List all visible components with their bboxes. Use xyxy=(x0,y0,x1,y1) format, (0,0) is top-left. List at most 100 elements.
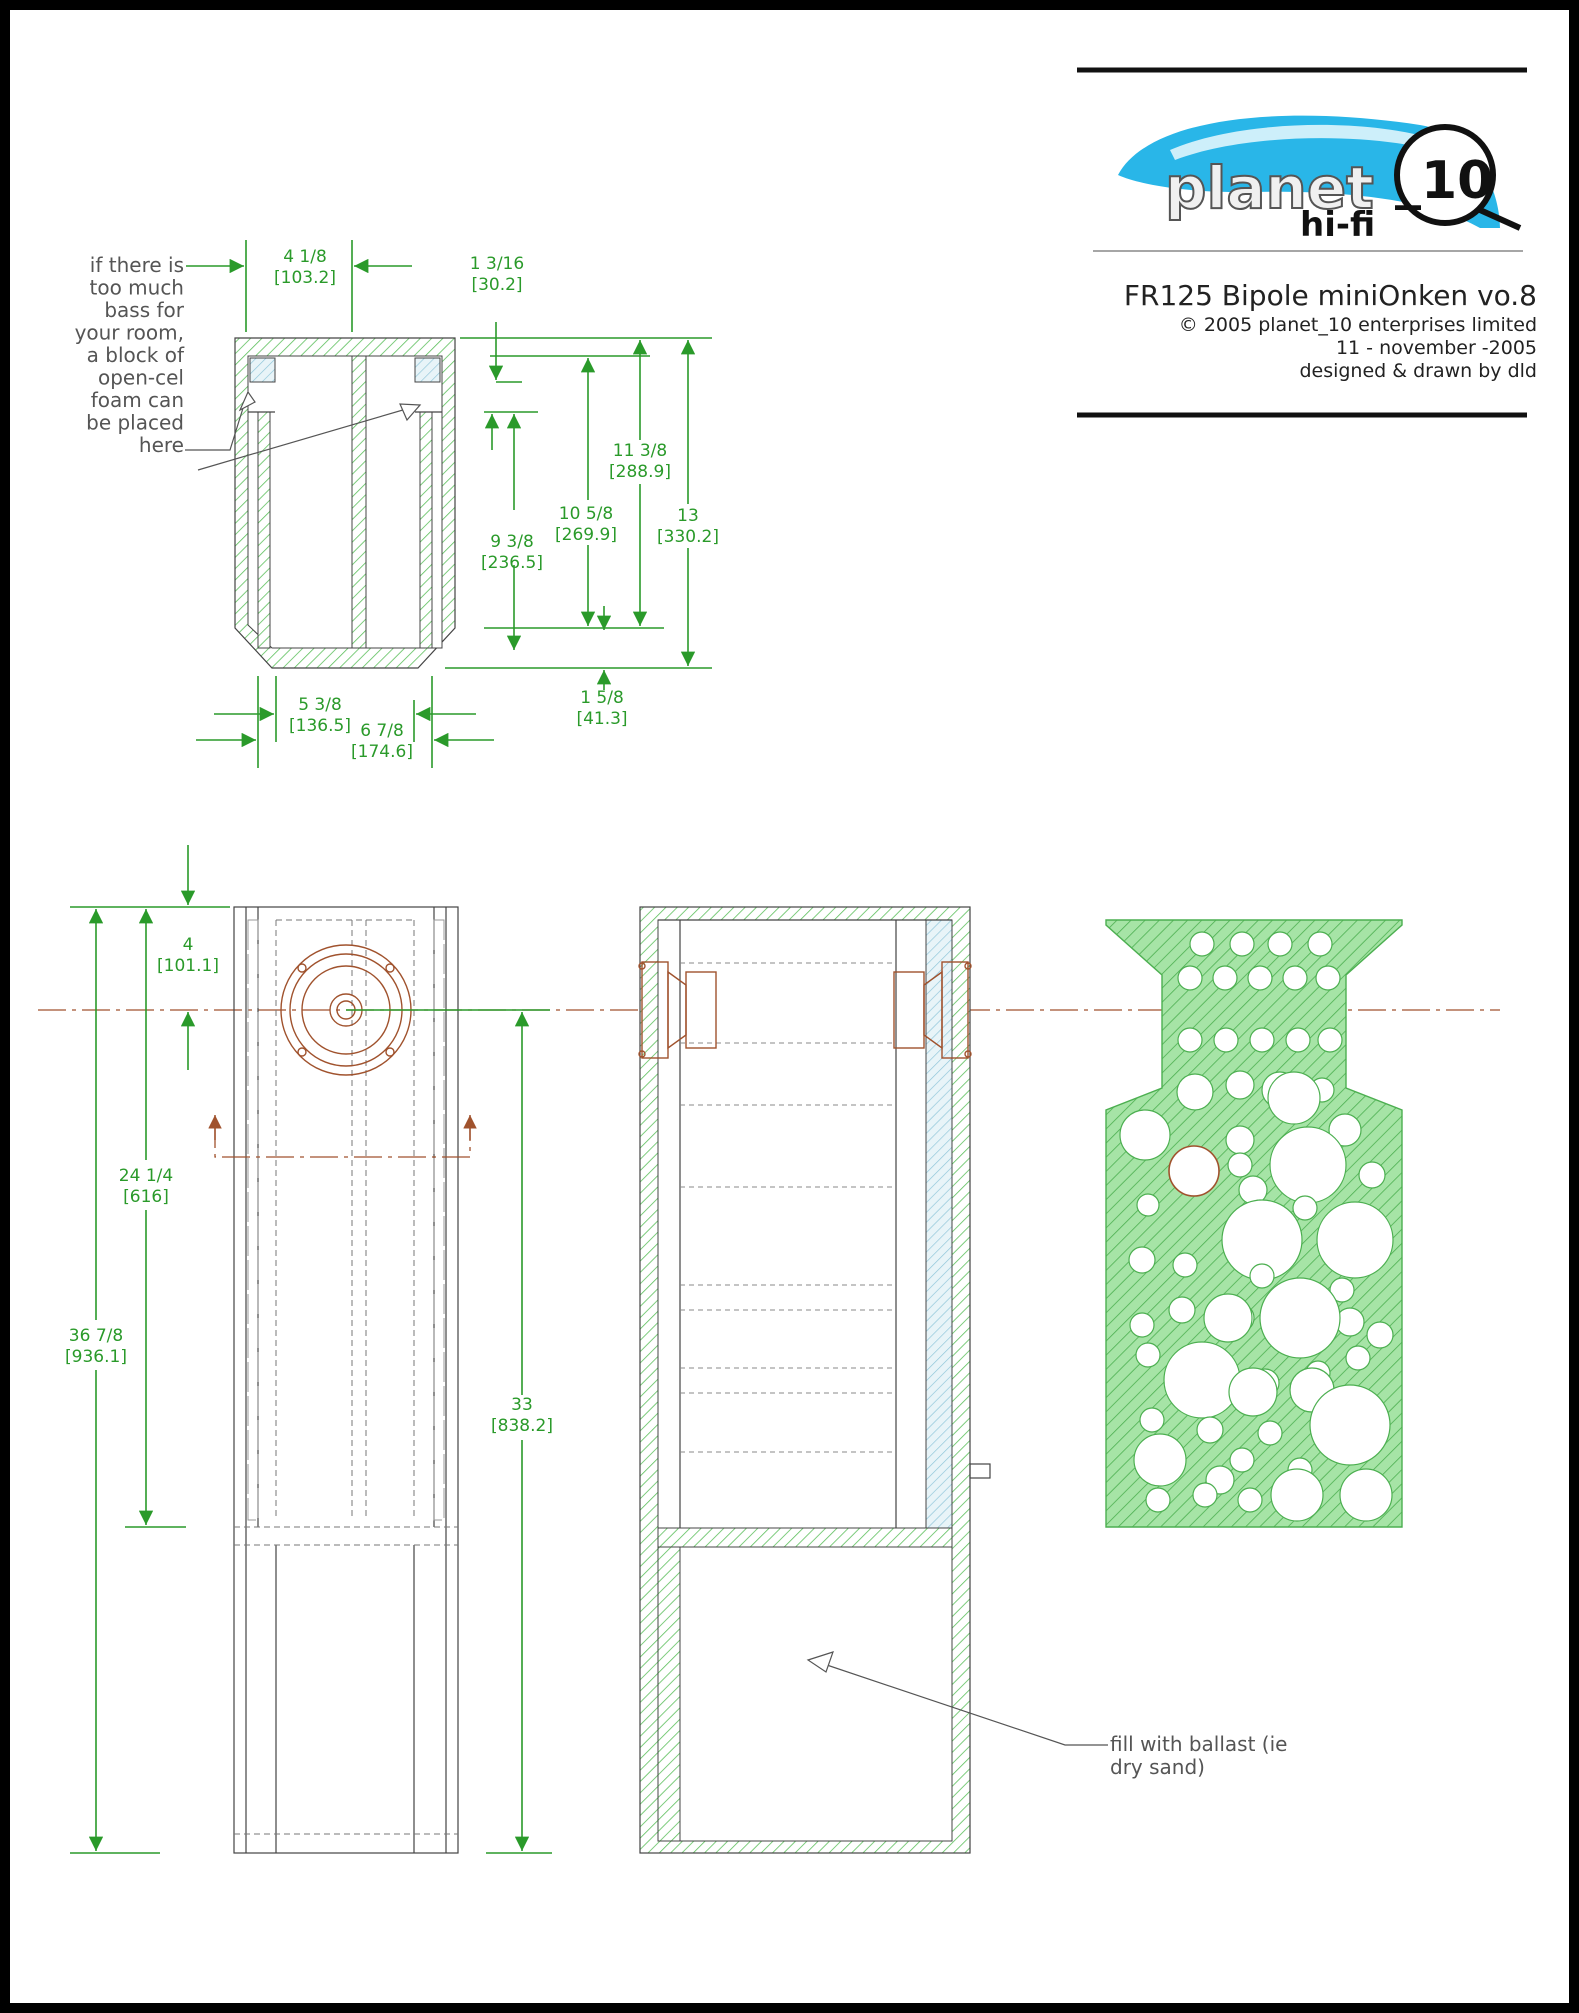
foam-note-line: too much xyxy=(89,276,184,300)
svg-text:[136.5]: [136.5] xyxy=(289,716,351,736)
brace-hole xyxy=(1237,1487,1263,1513)
svg-text:[288.9]: [288.9] xyxy=(609,462,671,482)
svg-text:[236.5]: [236.5] xyxy=(481,553,543,573)
brace-hole xyxy=(1358,1161,1386,1189)
brace-hole xyxy=(1366,1321,1394,1349)
svg-text:[936.1]: [936.1] xyxy=(65,1347,127,1367)
front-view xyxy=(208,906,477,1854)
brace-hole xyxy=(1307,931,1333,957)
brace-hole xyxy=(1212,965,1238,991)
svg-text:[41.3]: [41.3] xyxy=(576,709,627,729)
brace-hole xyxy=(1135,1342,1161,1368)
foam-block-left xyxy=(249,357,276,383)
dim-top-width: 4 1/8 xyxy=(283,247,327,267)
brace-hole xyxy=(1315,965,1341,991)
brace-hole xyxy=(1225,1070,1255,1100)
logo-main: planet xyxy=(1165,154,1374,222)
brace-hole xyxy=(1267,1071,1321,1125)
brace-hole xyxy=(1213,1027,1239,1053)
brace-hole xyxy=(1168,1296,1196,1324)
svg-text:5 3/8: 5 3/8 xyxy=(298,695,342,715)
section-view xyxy=(638,906,1108,1854)
ballast-note-line: fill with ballast (ie xyxy=(1110,1732,1287,1756)
brace-hole xyxy=(1247,965,1273,991)
brace-hole xyxy=(1317,1027,1343,1053)
brace-hole xyxy=(1133,1433,1187,1487)
title-block: planet _10 hi-fi FR125 Bipole miniOnken … xyxy=(1077,67,1537,418)
brace-hole xyxy=(1229,931,1255,957)
copyright-text: © 2005 planet_10 enterprises limited xyxy=(1179,314,1537,336)
svg-text:6 7/8: 6 7/8 xyxy=(360,721,404,741)
brace-hole xyxy=(1249,1263,1275,1289)
brace-hole xyxy=(1259,1277,1341,1359)
brace-hole xyxy=(1196,1416,1224,1444)
brace-hole xyxy=(1316,1201,1394,1279)
foam-note-line: foam can xyxy=(91,388,184,412)
brace-hole xyxy=(1176,1073,1214,1111)
brace-panel xyxy=(1105,919,1403,1528)
brace-hole xyxy=(1229,1447,1255,1473)
brace-hole xyxy=(1129,1312,1155,1338)
drawing-title: FR125 Bipole miniOnken vo.8 xyxy=(1124,279,1537,312)
logo-sub: hi-fi xyxy=(1300,205,1375,245)
brace-hole xyxy=(1270,1468,1324,1522)
foam-note-line: be placed xyxy=(86,411,184,435)
brace-hole xyxy=(1145,1487,1171,1513)
brace-hole xyxy=(1225,1125,1255,1155)
svg-text:36 7/8: 36 7/8 xyxy=(69,1326,123,1346)
svg-text:33: 33 xyxy=(511,1395,533,1415)
brace-hole xyxy=(1339,1468,1393,1522)
svg-text:13: 13 xyxy=(677,506,699,526)
brace-hole xyxy=(1192,1482,1218,1508)
brace-hole xyxy=(1345,1345,1371,1371)
brace-hole xyxy=(1172,1252,1198,1278)
brace-hole xyxy=(1177,965,1203,991)
driver-section-right xyxy=(893,961,972,1059)
brace-hole xyxy=(1328,1113,1362,1147)
terminal xyxy=(969,1463,991,1479)
planet10-logo: planet _10 hi-fi xyxy=(1118,115,1522,245)
ballast-note-line: dry sand) xyxy=(1110,1755,1205,1779)
foam-note-line: here xyxy=(139,433,184,457)
foam-note-line: a block of xyxy=(87,343,185,367)
svg-text:9 3/8: 9 3/8 xyxy=(490,532,534,552)
brace-hole xyxy=(1285,1027,1311,1053)
front-dimensions: 4 [101.1] 24 1/4 [616] 36 7/8 [936.1] 33… xyxy=(65,845,553,1854)
brace-hole xyxy=(1189,931,1215,957)
brace-hole xyxy=(1203,1293,1253,1343)
foam-note-line: if there is xyxy=(90,253,184,277)
driver-section-left xyxy=(638,961,717,1059)
brace-hole xyxy=(1267,931,1293,957)
brace-hole xyxy=(1139,1407,1165,1433)
logo-num: _10 xyxy=(1395,151,1493,211)
brace-hole xyxy=(1249,1027,1275,1053)
brace-hole xyxy=(1269,1126,1347,1204)
brace-hole xyxy=(1136,1193,1160,1217)
foam-note-line: bass for xyxy=(104,298,184,322)
brace-hole xyxy=(1257,1420,1283,1446)
brace-hole xyxy=(1128,1246,1156,1274)
svg-text:[101.1]: [101.1] xyxy=(157,956,219,976)
foam-block-right xyxy=(414,357,441,383)
brace-hole xyxy=(1309,1384,1391,1466)
plan-view xyxy=(185,337,456,669)
brace-hole xyxy=(1228,1367,1278,1417)
svg-text:1 5/8: 1 5/8 xyxy=(580,688,624,708)
svg-text:1 3/16: 1 3/16 xyxy=(470,254,524,274)
svg-text:[174.6]: [174.6] xyxy=(351,742,413,762)
svg-text:4: 4 xyxy=(183,935,194,955)
driver-hole xyxy=(1168,1145,1220,1197)
brace-hole xyxy=(1329,1277,1355,1303)
svg-text:[103.2]: [103.2] xyxy=(274,268,336,288)
date-text: 11 - november -2005 xyxy=(1336,337,1537,359)
brace-hole xyxy=(1163,1341,1241,1419)
brace-hole xyxy=(1227,1152,1253,1178)
svg-text:[30.2]: [30.2] xyxy=(471,275,522,295)
credit-text: designed & drawn by dld xyxy=(1299,360,1537,382)
brace-hole xyxy=(1282,965,1308,991)
foam-note-line: your room, xyxy=(75,321,184,345)
